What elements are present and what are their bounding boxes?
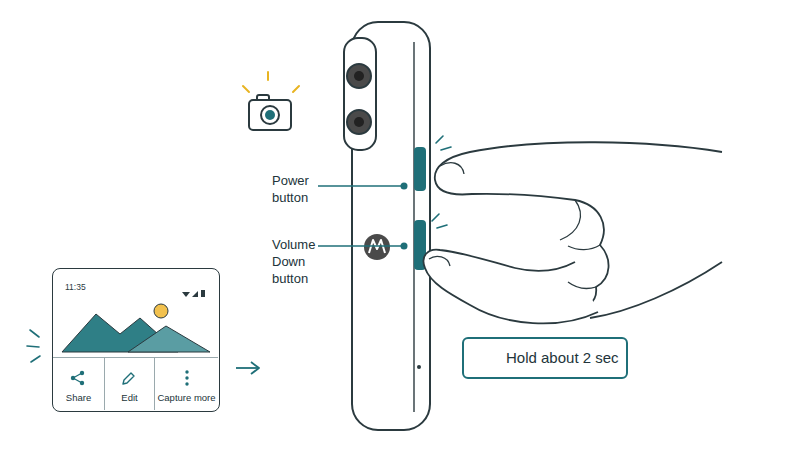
hold-badge: Hold about 2 sec (462, 337, 628, 379)
leader-line (318, 185, 404, 187)
flash-marks (27, 330, 40, 362)
share-dot (80, 371, 84, 375)
wrist (590, 262, 722, 318)
flash-mark (27, 346, 39, 347)
ray (243, 86, 249, 92)
node-text: Share (53, 392, 104, 403)
ray (293, 86, 299, 92)
button-label: Volume Down button (272, 236, 324, 287)
finger-crease (560, 200, 580, 240)
press-mark (432, 214, 439, 221)
camera-lens-core (265, 110, 275, 120)
more-icon (185, 370, 188, 385)
thumb-nail (429, 256, 450, 266)
brand-logo (364, 234, 390, 260)
camera-module (344, 38, 376, 150)
leader-lines (318, 183, 408, 250)
camera-lens-core (354, 71, 364, 81)
action-cell: Edit (104, 357, 154, 410)
camera-lens (347, 110, 371, 134)
press-mark (436, 136, 443, 143)
wifi-icon (182, 292, 190, 297)
card-fill (53, 269, 219, 411)
more-dot (185, 370, 188, 373)
battery-icon (201, 290, 205, 297)
flash-mark (31, 356, 40, 362)
flash-mark (30, 330, 39, 337)
node-text: Capture more (155, 392, 218, 403)
leader-line (318, 245, 404, 247)
camera-lens (261, 106, 279, 124)
edit-icon (123, 373, 134, 384)
flow-arrow-head (251, 362, 259, 374)
flow-arrow (236, 367, 258, 369)
share-dot (71, 376, 75, 380)
camera-lens-core (354, 117, 364, 127)
mountain (128, 326, 210, 352)
node-text: Edit (105, 392, 154, 403)
screenshot-card: 11:35ShareEditCapture more (52, 268, 220, 412)
more-dot (185, 382, 188, 385)
camera-lens (347, 64, 371, 88)
finger-nail (440, 163, 464, 174)
press-mark (441, 147, 451, 150)
leader-dot (401, 183, 408, 190)
ray (267, 72, 269, 80)
press-mark (437, 225, 447, 228)
camera-body (249, 100, 291, 130)
finger-crease (568, 282, 596, 288)
button-label: Power button (272, 172, 324, 206)
camera-icon (243, 72, 299, 130)
action-cell: Capture more (154, 357, 218, 410)
signal-icon (192, 291, 198, 297)
hand (423, 142, 722, 323)
phone (344, 22, 430, 430)
share-dot (80, 381, 84, 385)
action-cell: Share (53, 357, 104, 410)
press-marks (432, 136, 451, 228)
finger-crease (568, 245, 600, 250)
power-button (414, 147, 426, 191)
microphone-hole (417, 365, 421, 369)
leader-dot (401, 243, 408, 250)
node-text: 11:35 (65, 282, 86, 292)
more-dot (185, 376, 188, 379)
share-icon (71, 371, 84, 385)
thumb (423, 250, 598, 324)
sun (154, 304, 168, 318)
screenshot-preview (27, 269, 259, 411)
node-text: Hold about 2 sec (506, 339, 619, 377)
